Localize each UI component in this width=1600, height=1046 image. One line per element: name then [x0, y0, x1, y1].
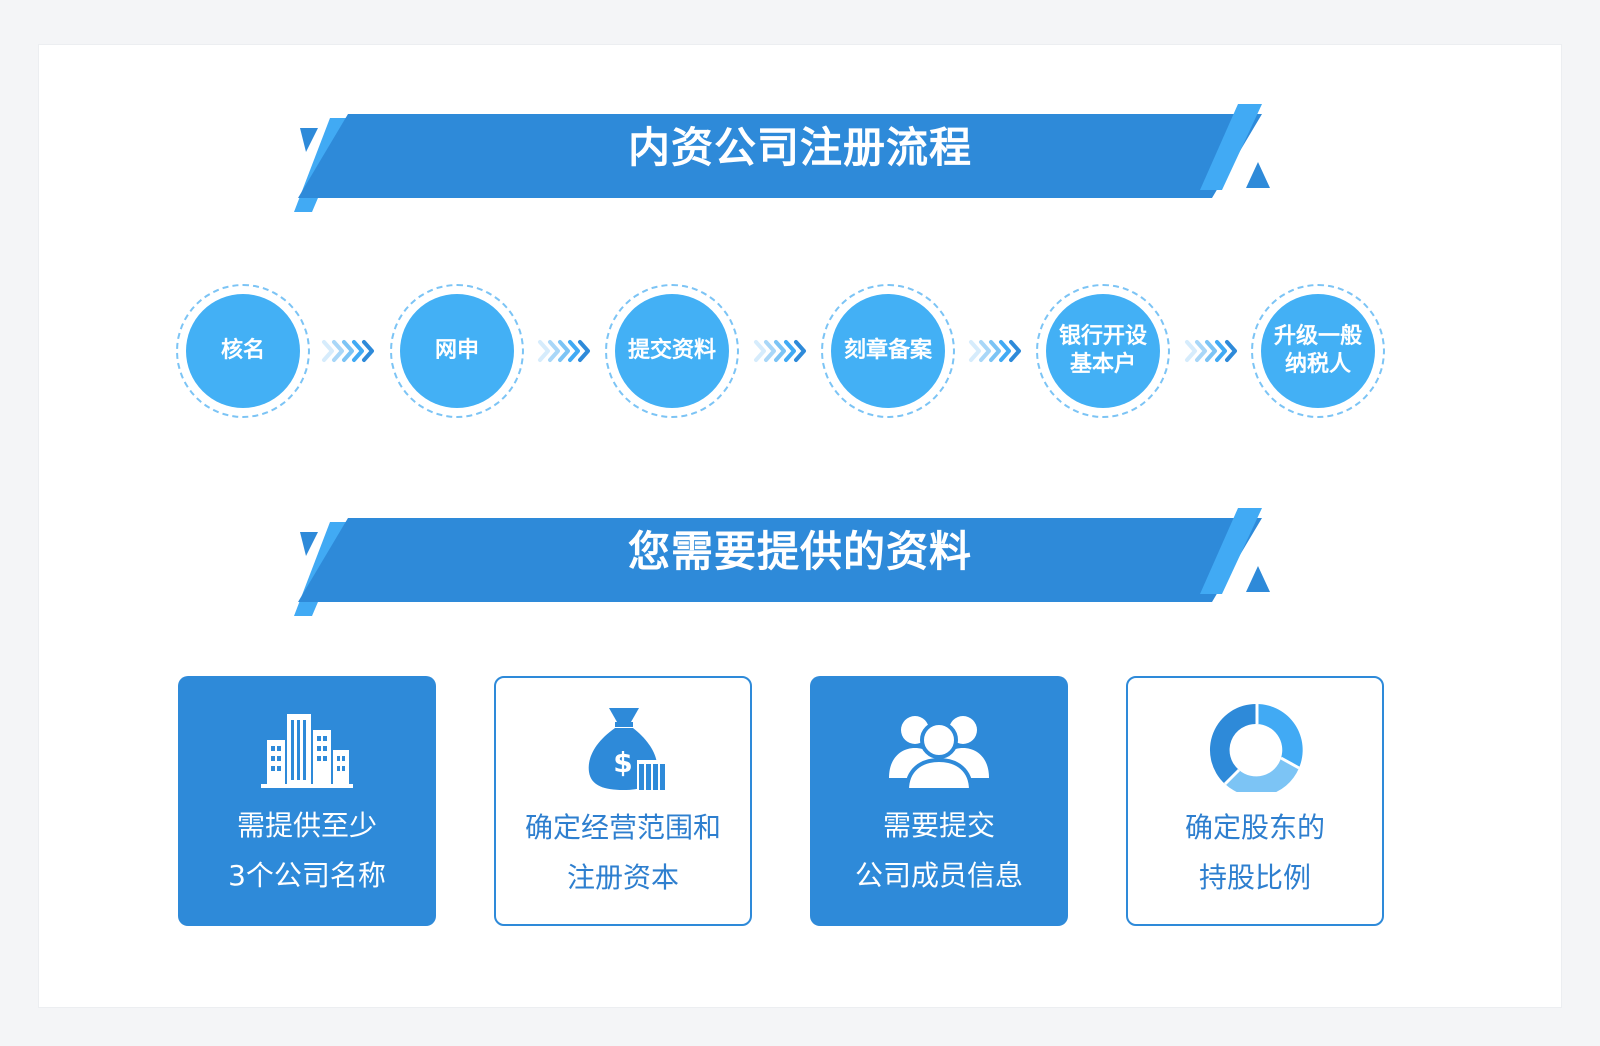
banner-ribbon-shape — [294, 104, 1270, 212]
chevron-right-icon — [1185, 340, 1237, 362]
chevron-stroke — [538, 340, 550, 362]
card-line-2: 注册资本 — [566, 861, 679, 894]
card-line-1: 需要提交 — [882, 809, 995, 842]
chevron-stroke — [1195, 340, 1207, 362]
chevron-stroke — [989, 340, 1001, 362]
chevron-right-icon — [322, 340, 374, 362]
card-line-2: 持股比例 — [1198, 861, 1311, 894]
chevron-right-icon — [538, 340, 590, 362]
chevron-stroke — [754, 340, 766, 362]
card-line-1: 需提供至少 — [236, 809, 377, 842]
step-circle-1: 核名 — [176, 284, 310, 418]
banner-title: 内资公司注册流程 — [627, 123, 972, 172]
chevron-stroke — [1225, 340, 1237, 362]
card-line-1: 确定股东的 — [1184, 811, 1325, 844]
chevron-stroke — [999, 340, 1011, 362]
step-fill: 核名 — [186, 294, 300, 408]
money-bag-icon: $ — [588, 708, 665, 792]
card-company-names: 需提供至少 3个公司名称 — [178, 676, 436, 926]
chevron-stroke — [784, 340, 796, 362]
chevron-stroke — [979, 340, 991, 362]
people-group-icon — [889, 716, 989, 790]
chevron-stroke — [1009, 340, 1021, 362]
step-circle-3: 提交资料 — [605, 284, 739, 418]
step-label: 提交资料 — [627, 338, 716, 363]
step-fill: 银行开设 基本户 — [1046, 294, 1160, 408]
materials-cards: 需提供至少 3个公司名称 $ 确定经营范围和 注册资本 — [0, 676, 1600, 936]
step-label: 网申 — [434, 338, 479, 363]
card-business-scope: $ 确定经营范围和 注册资本 — [494, 676, 752, 926]
chevron-right-icon — [969, 340, 1021, 362]
buildings-icon — [261, 714, 353, 788]
chevron-stroke — [558, 340, 570, 362]
card-line-1: 确定经营范围和 — [524, 811, 721, 844]
chevron-stroke — [774, 340, 786, 362]
step-fill: 刻章备案 — [831, 294, 945, 408]
chevron-stroke — [342, 340, 354, 362]
chevron-stroke — [969, 340, 981, 362]
card-shareholding: 确定股东的 持股比例 — [1126, 676, 1384, 926]
step-circle-5: 银行开设 基本户 — [1036, 284, 1170, 418]
chevron-stroke — [568, 340, 580, 362]
chevron-stroke — [548, 340, 560, 362]
step-circle-6: 升级一般 纳税人 — [1251, 284, 1385, 418]
step-circle-4: 刻章备案 — [821, 284, 955, 418]
card-line-2: 3个公司名称 — [228, 859, 386, 892]
card-member-info: 需要提交 公司成员信息 — [810, 676, 1068, 926]
svg-text:$: $ — [613, 746, 632, 779]
chevron-stroke — [352, 340, 364, 362]
banner-ribbon-shape — [294, 508, 1270, 616]
step-label: 核名 — [220, 338, 265, 363]
step-fill: 升级一般 纳税人 — [1261, 294, 1375, 408]
step-label: 刻章备案 — [843, 338, 932, 363]
banner-title: 您需要提供的资料 — [627, 527, 972, 576]
card-line-2: 公司成员信息 — [854, 859, 1023, 892]
step-fill: 提交资料 — [615, 294, 729, 408]
process-banner: 内资公司注册流程 — [290, 100, 1310, 220]
step-label: 银行开设 基本户 — [1058, 324, 1147, 377]
chevron-stroke — [362, 340, 374, 362]
chevron-stroke — [764, 340, 776, 362]
chevron-stroke — [322, 340, 334, 362]
chevron-stroke — [332, 340, 344, 362]
chevron-stroke — [578, 340, 590, 362]
donut-chart-icon — [1209, 703, 1303, 792]
chevron-right-icon — [754, 340, 806, 362]
chevron-stroke — [1205, 340, 1217, 362]
process-steps: 核名 网申 提交资料 刻章备案 银行开设 基本户 升级一般 纳税人 — [0, 284, 1600, 424]
materials-banner: 您需要提供的资料 — [290, 504, 1310, 624]
step-label: 升级一般 纳税人 — [1273, 324, 1362, 377]
chevron-stroke — [1185, 340, 1197, 362]
step-circle-2: 网申 — [390, 284, 524, 418]
chevron-stroke — [1215, 340, 1227, 362]
step-fill: 网申 — [400, 294, 514, 408]
chevron-stroke — [794, 340, 806, 362]
